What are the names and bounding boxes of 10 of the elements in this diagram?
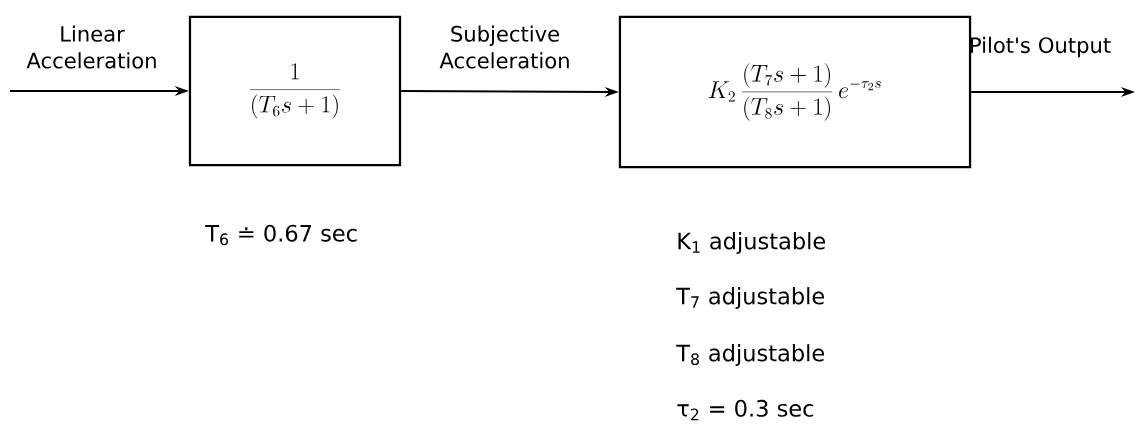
edge-label: Linear Acceleration [26,25,156,69]
edge-label: Pilot's Output [970,36,1111,58]
parameter-note: K$_{1}$ adjustable [678,232,826,254]
parameter-note: T$_{6}$ ≐ 0.67 sec [205,224,357,246]
parameter-note: T$_{7}$ adjustable [676,287,824,309]
parameter-note: τ$_{2}$ = 0.3 sec [677,399,814,421]
transfer-function-box: $K_2\,\frac{(T_7 s+1)}{(T_8 s+1)}\,e^{-\tau_2 s}$ [618,15,972,169]
edge-label: Subjective Acceleration [439,25,569,69]
parameter-note: T$_{8}$ adjustable [676,344,824,366]
transfer-function-box: $\frac{1}{(T_6 s+1)}$ [188,15,402,167]
